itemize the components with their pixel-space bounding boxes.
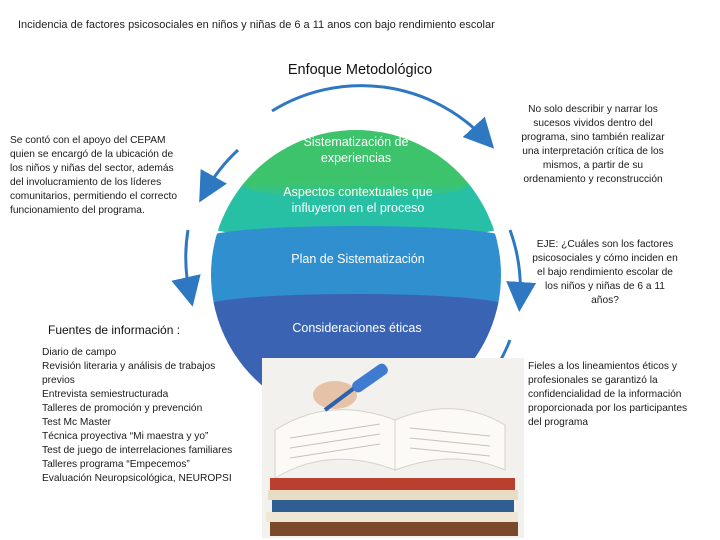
layer-second-label: Aspectos contextuales que influyeron en … xyxy=(283,185,433,215)
arrow-right xyxy=(506,229,537,312)
left-text: Se contó con el apoyo del CEPAM quien se… xyxy=(10,135,178,216)
fuentes-item: Evaluación Neuropsicológica, NEUROPSI xyxy=(42,473,232,484)
arrow-left xyxy=(171,229,201,307)
books-and-pen-photo xyxy=(262,358,524,538)
layer-fourth-label: Consideraciones éticas xyxy=(292,321,422,335)
right-mid-text: EJE: ¿Cuáles son los factores psicosocia… xyxy=(532,239,678,306)
fuentes-list: Diario de campo Revisión literaria y aná… xyxy=(42,346,267,486)
fuentes-item: Test Mc Master xyxy=(42,417,112,428)
arrow-left-top xyxy=(199,148,240,203)
header-title: Incidencia de factores psicosociales en … xyxy=(18,19,495,31)
main-title: Enfoque Metodológico xyxy=(287,62,433,78)
layer-top-label: Sistematización de experiencias xyxy=(303,135,409,165)
right-bottom-text: Fieles a los lineamientos éticos y profe… xyxy=(528,361,688,428)
fuentes-item: Talleres programa “Empecemos” xyxy=(42,459,190,470)
fuentes-title: Fuentes de información : xyxy=(48,323,181,337)
fuentes-item: Entrevista semiestructurada xyxy=(42,389,169,400)
fuentes-item: Test de juego de interrelaciones familia… xyxy=(42,445,233,456)
fuentes-item: Revisión literaria y análisis de trabajo… xyxy=(42,361,216,372)
fuentes-item: Talleres de promoción y prevención xyxy=(42,403,203,414)
fuentes-item: Técnica proyectiva “Mi maestra y yo” xyxy=(42,431,209,442)
arrow-top-right xyxy=(271,84,495,149)
fuentes-item: Diario de campo xyxy=(42,347,117,358)
layer-third-label: Plan de Sistematización xyxy=(291,252,425,266)
fuentes-item: previos xyxy=(42,375,75,386)
right-top-text: No solo describir y narrar los sucesos v… xyxy=(521,104,665,185)
